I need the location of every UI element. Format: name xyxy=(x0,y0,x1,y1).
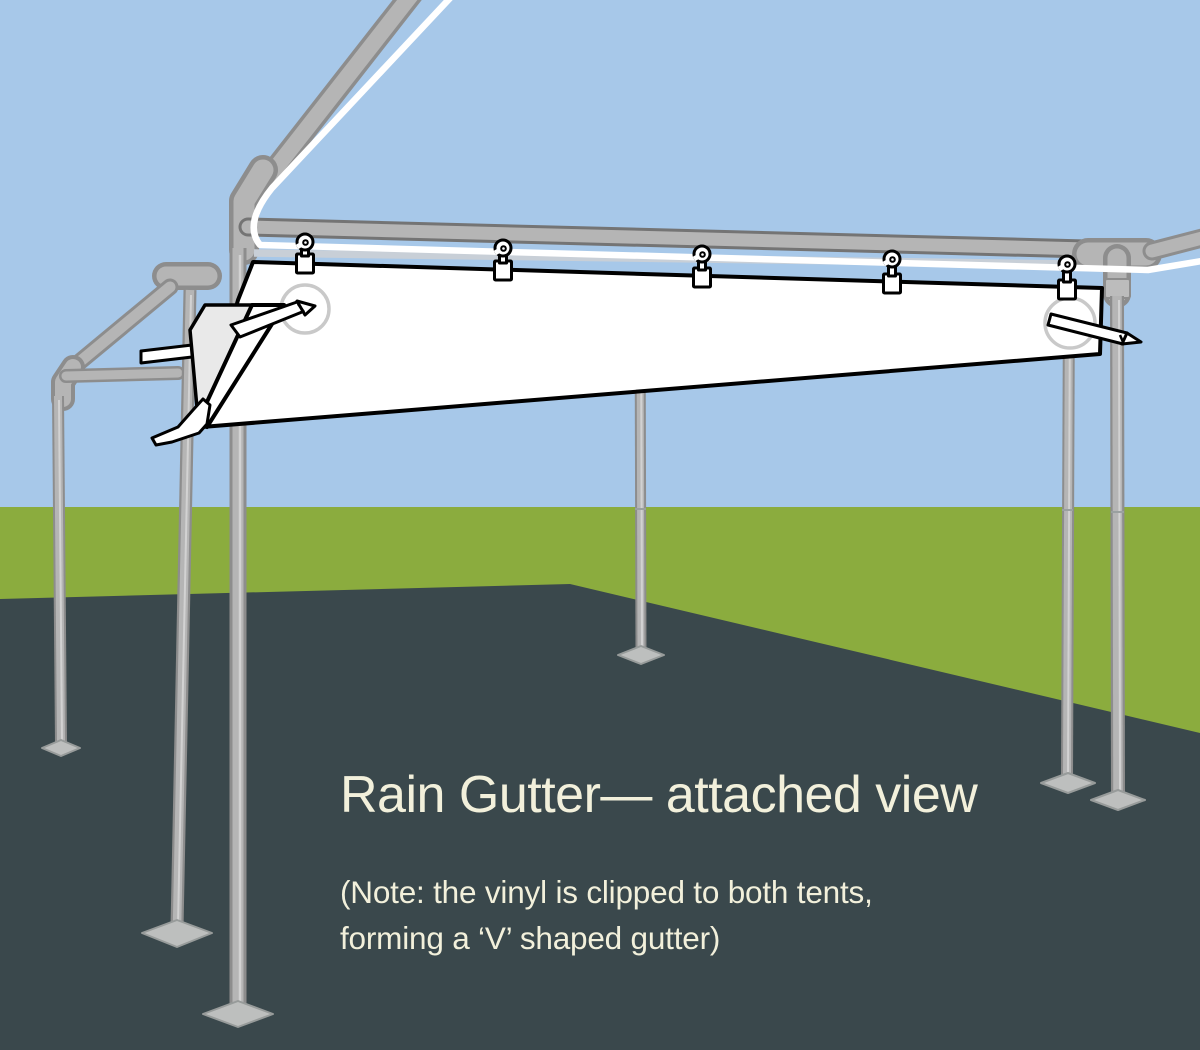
right-outer-leg xyxy=(1110,295,1125,796)
stake-left xyxy=(229,299,317,339)
foot-plate xyxy=(141,919,213,948)
foot-plate xyxy=(617,645,665,665)
gutter-panel xyxy=(200,260,1104,429)
vinyl-clips xyxy=(295,232,1077,301)
caption-note-line2: forming a ‘V’ shaped gutter) xyxy=(340,920,720,956)
caption-title: Rain Gutter— attached view xyxy=(340,766,978,824)
vinyl-clip-5 xyxy=(1057,254,1077,301)
stake-right xyxy=(1046,312,1143,346)
foot-plate xyxy=(202,1000,274,1028)
leg-collar xyxy=(1104,278,1131,299)
vinyl-clip-3 xyxy=(692,244,712,289)
side-rail-beam xyxy=(59,366,185,383)
eave-beam-diagonal xyxy=(56,278,179,383)
ridge-beam xyxy=(238,217,1096,259)
far-tent-legs xyxy=(617,291,1096,794)
foot-plate xyxy=(41,739,81,757)
vinyl-clip-2 xyxy=(493,238,513,282)
caption: Rain Gutter— attached view (Note: the vi… xyxy=(340,766,979,956)
right-roof-beam xyxy=(1142,228,1200,261)
ground-plane xyxy=(0,584,1200,1050)
vinyl-clip-1 xyxy=(295,232,315,275)
left-tent-leg-far xyxy=(52,395,67,745)
vinyl-clip-4 xyxy=(882,249,902,295)
foot-plate xyxy=(1040,772,1096,794)
gutter-end-fold-front xyxy=(204,303,286,429)
rain-gutter-vinyl xyxy=(139,260,1104,447)
gutter-corner-flap xyxy=(150,397,212,447)
foot-plate xyxy=(1090,789,1146,811)
right-tent-frame xyxy=(1072,228,1200,811)
caption-note-line1: (Note: the vinyl is clipped to both tent… xyxy=(340,874,873,910)
tension-rope xyxy=(250,0,1200,274)
right-inner-leg xyxy=(1061,291,1075,779)
left-tent-leg-mid xyxy=(170,289,197,929)
